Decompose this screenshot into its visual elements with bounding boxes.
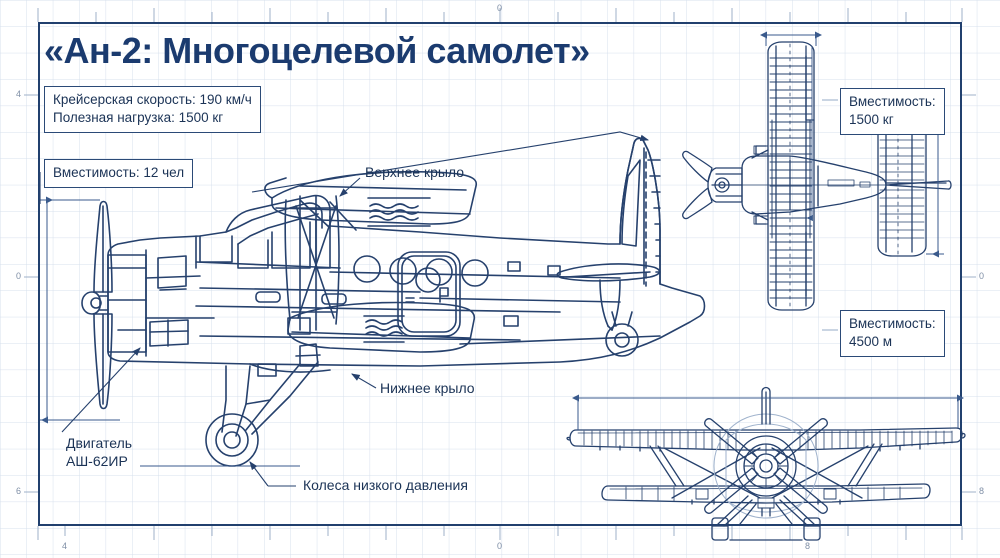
callout-engine-line1: Двигатель [66,435,133,451]
ruler-top-label-0: 0 [497,3,503,13]
ruler-bottom-label-0: 0 [497,541,503,551]
ruler-left-label-6: 6 [16,486,22,496]
ruler-right-label-0: 0 [979,271,985,281]
info-line-capacity-people: Вместимость: 12 чел [53,165,185,180]
ruler-bottom-label-4: 4 [62,541,68,551]
info-box-capacity-cargo: Вместимость: 1500 кг [840,88,945,136]
ruler-left-label-4: 4 [16,89,22,99]
ruler-left-label-0: 0 [16,271,22,281]
drawing-frame [38,22,962,526]
info-box-capacity-people: Вместимость: 12 чел [44,159,194,189]
info-line-ceiling-label: Вместимость: [849,316,936,331]
info-box-capacity-ceiling: Вместимость: 4500 м [840,310,945,358]
page-title: «Ан-2: Многоцелевой самолет» [44,30,590,71]
info-box-speed-payload: Крейсерская скорость: 190 км/ч Полезная … [44,86,261,134]
callout-engine: Двигатель АШ-62ИР [66,434,132,470]
ruler-right-label-8: 8 [979,486,985,496]
callout-low-pressure-wheels: Колеса низкого давления [303,477,468,493]
info-line-cargo-value: 1500 кг [849,112,894,128]
callout-upper-wing: Верхнее крыло [365,164,465,180]
info-line-cargo-label: Вместимость: [849,94,936,109]
info-line-ceiling-value: 4500 м [849,334,893,350]
ruler-bottom-label-8: 8 [805,541,811,551]
callout-engine-line2: АШ-62ИР [66,453,128,470]
info-line-payload: Полезная нагрузка: 1500 кг [53,110,224,126]
info-line-cruise-speed: Крейсерская скорость: 190 км/ч [53,92,252,107]
callout-lower-wing: Нижнее крыло [380,380,475,396]
